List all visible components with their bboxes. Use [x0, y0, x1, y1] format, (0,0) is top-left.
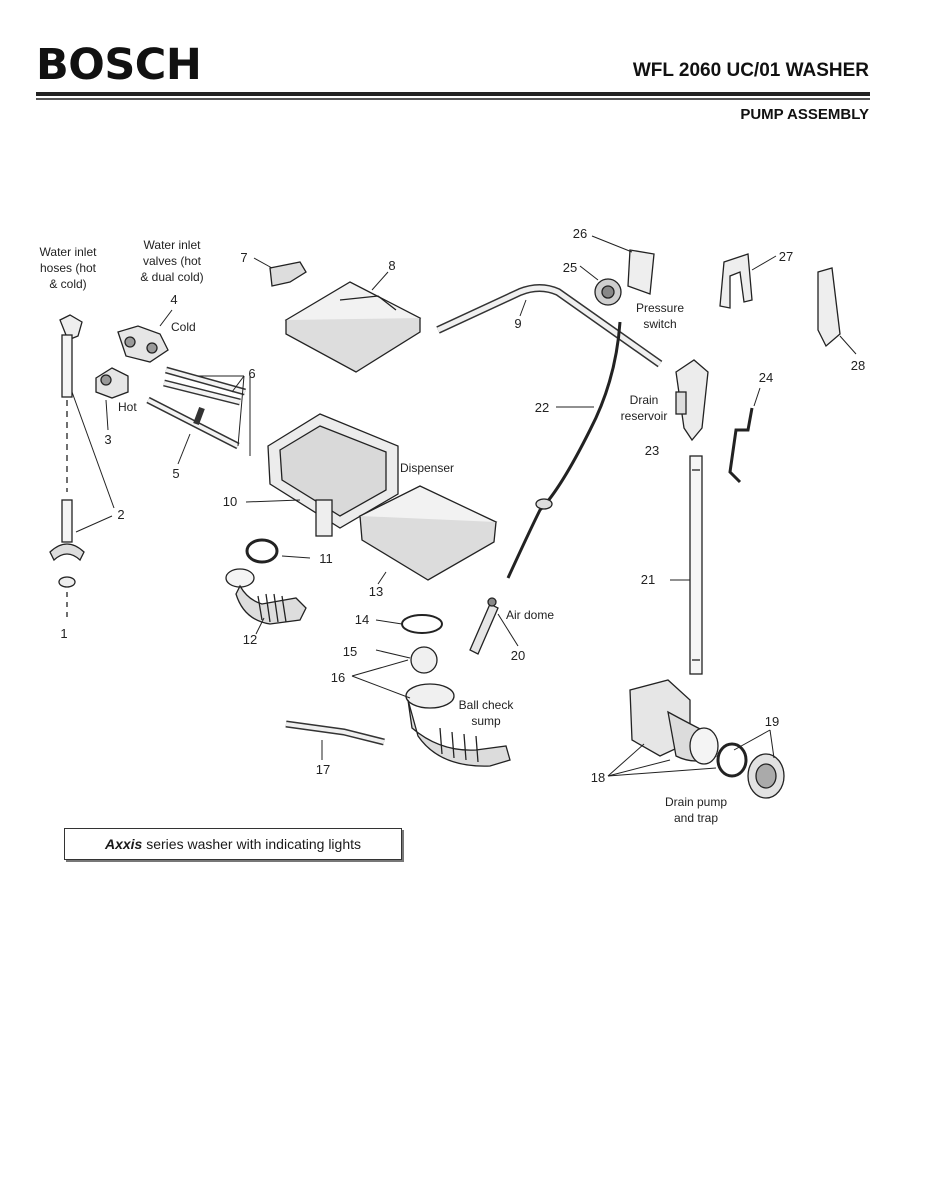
hot-valve [95, 367, 129, 399]
header-rule [36, 92, 870, 96]
drain-pump [629, 679, 719, 765]
part-number-22: 22 [535, 400, 549, 415]
part-number-3: 3 [104, 432, 111, 447]
section-title: PUMP ASSEMBLY [740, 106, 869, 123]
part-number-15: 15 [343, 644, 357, 659]
header-rule-thin [36, 98, 870, 100]
part-number-23: 23 [645, 443, 659, 458]
dispenser-drawer [267, 413, 399, 537]
part-number-4: 4 [170, 292, 177, 307]
label-water-inlet-valves-2: valves (hot [143, 254, 202, 268]
part-number-17: 17 [316, 762, 330, 777]
part-number-16: 16 [331, 670, 345, 685]
label-ball-check-sump-2: sump [471, 714, 501, 728]
part-number-6: 6 [248, 366, 255, 381]
part-number-7: 7 [240, 250, 247, 265]
model-title: WFL 2060 UC/01 WASHER [632, 60, 869, 81]
part-number-25: 25 [563, 260, 577, 275]
part-number-19: 19 [765, 714, 779, 729]
part-number-27: 27 [779, 249, 793, 264]
brand-logo: BOSCH [36, 40, 202, 90]
part-number-8: 8 [388, 258, 395, 273]
gasket-11 [245, 538, 279, 564]
label-air-dome: Air dome [506, 608, 554, 622]
label-drain-reservoir-1: Drain [630, 393, 659, 407]
part-number-14: 14 [355, 612, 369, 627]
label-water-inlet-valves-1: Water inlet [144, 238, 202, 252]
cold-valve [117, 325, 169, 363]
tube-22 [506, 321, 622, 579]
part-number-28: 28 [851, 358, 865, 373]
part-number-26: 26 [573, 226, 587, 241]
part-number-24: 24 [759, 370, 773, 385]
part-number-2: 2 [117, 507, 124, 522]
check-ball-15 [410, 646, 438, 674]
label-pressure-switch-2: switch [643, 317, 676, 331]
label-cold: Cold [171, 320, 196, 334]
rod-24 [728, 407, 754, 484]
part-number-20: 20 [511, 648, 525, 663]
bracket-7 [269, 261, 307, 287]
part-number-12: 12 [243, 632, 257, 647]
series-name: Axxis [104, 836, 143, 852]
drawer-insert [358, 485, 498, 581]
label-water-inlet-hoses-1: Water inlet [40, 245, 98, 259]
inlet-hose-upper [59, 314, 83, 492]
part-number-18: 18 [591, 770, 605, 785]
label-water-inlet-valves-3: & dual cold) [140, 270, 203, 284]
dispenser-housing [284, 281, 422, 373]
series-note-text: series washer with indicating lights [142, 836, 361, 852]
tube-21 [689, 455, 703, 675]
part-number-9: 9 [514, 316, 521, 331]
label-water-inlet-hoses-3: & cold) [49, 277, 86, 291]
y-hose [146, 396, 240, 450]
part-number-13: 13 [369, 584, 383, 599]
label-ball-check-sump-1: Ball check [459, 698, 515, 712]
part-number-11: 11 [319, 551, 333, 566]
label-dispenser: Dispenser [400, 461, 454, 475]
part-number-10: 10 [223, 494, 237, 509]
part-number-21: 21 [641, 572, 655, 587]
label-drain-pump-trap-2: and trap [674, 811, 718, 825]
label-drain-pump-trap-1: Drain pump [665, 795, 727, 809]
drain-reservoir [675, 359, 709, 442]
label-water-inlet-hoses-2: hoses (hot [40, 261, 97, 275]
o-ring-14 [401, 614, 443, 634]
part-number-1: 1 [60, 626, 67, 641]
part-number-5: 5 [172, 466, 179, 481]
label-hot: Hot [118, 400, 137, 414]
label-drain-reservoir-2: reservoir [621, 409, 668, 423]
label-pressure-switch-1: Pressure [636, 301, 684, 315]
trap-ring-19 [716, 742, 748, 778]
clip-27 [719, 253, 753, 309]
trap-filter-19 [747, 753, 785, 799]
bellows-hose-12 [225, 568, 307, 625]
short-hoses [163, 366, 246, 406]
series-note: Axxis series washer with indicating ligh… [64, 828, 402, 860]
bracket-28 [817, 267, 841, 348]
inlet-hose-lower [49, 499, 85, 622]
bracket-26 [627, 249, 655, 295]
pressure-switch [594, 278, 622, 306]
air-dome [469, 597, 499, 655]
tube-9 [436, 284, 663, 368]
